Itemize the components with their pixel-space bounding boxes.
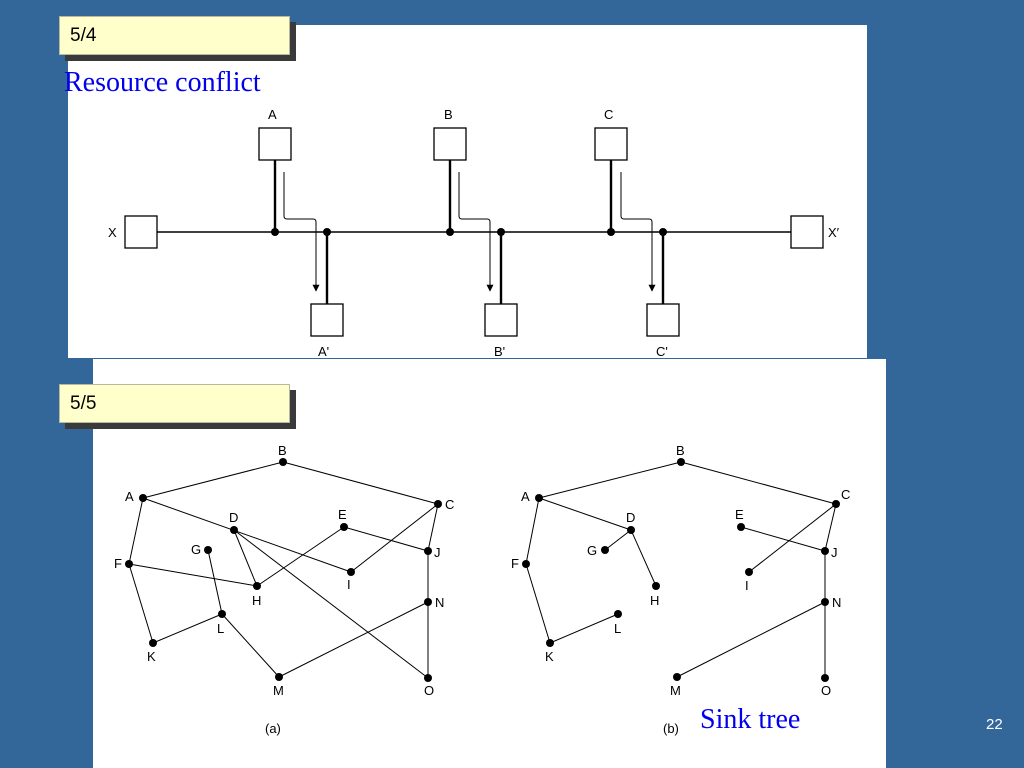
tree-label-O: O	[821, 683, 831, 698]
tree-label-A: A	[521, 489, 530, 504]
resource-conflict-title: Resource conflict	[64, 67, 261, 98]
node-label-H: H	[252, 593, 261, 608]
label-C: C	[604, 107, 613, 122]
box-C	[594, 127, 628, 161]
tree-label-L: L	[614, 621, 621, 636]
tree-label-G: G	[587, 543, 597, 558]
path-arrow-B	[458, 172, 494, 292]
node-label-N: N	[435, 595, 444, 610]
sink-tree-b	[522, 458, 840, 682]
label-A-prime: A'	[318, 344, 329, 359]
node-label-I: I	[347, 577, 351, 592]
box-A-prime	[310, 303, 344, 337]
node-label-A: A	[125, 489, 134, 504]
node-label-B: B	[278, 443, 287, 458]
resource-conflict-diagram	[124, 127, 824, 337]
node-label-D: D	[229, 510, 238, 525]
box-A	[258, 127, 292, 161]
tree-label-F: F	[511, 556, 519, 571]
node-label-O: O	[424, 683, 434, 698]
label-X: X	[108, 225, 117, 240]
tree-label-I: I	[745, 578, 749, 593]
box-X	[124, 215, 158, 249]
node-label-F: F	[114, 556, 122, 571]
path-arrow-C	[620, 172, 656, 292]
tree-label-E: E	[735, 507, 744, 522]
network-graph-a-labels: B A C D E F G H I J K L N M O	[114, 443, 454, 698]
box-B	[433, 127, 467, 161]
top-diagram-panel	[68, 25, 867, 358]
tree-label-C: C	[841, 487, 850, 502]
bottom-diagram-panel	[93, 359, 886, 768]
sink-tree-title: Sink tree	[700, 704, 801, 735]
box-B-prime	[484, 303, 518, 337]
box-X-prime	[790, 215, 824, 249]
node-label-K: K	[147, 649, 156, 664]
tree-label-H: H	[650, 593, 659, 608]
tree-label-B: B	[676, 443, 685, 458]
tree-label-J: J	[831, 545, 838, 560]
tree-label-M: M	[670, 683, 681, 698]
label-C-prime: C'	[656, 344, 668, 359]
box-C-prime	[646, 303, 680, 337]
node-label-E: E	[338, 507, 347, 522]
node-label-C: C	[445, 497, 454, 512]
node-label-L: L	[217, 621, 224, 636]
label-B-prime: B'	[494, 344, 505, 359]
label-B: B	[444, 107, 453, 122]
slide-tag-5-5: 5/5	[59, 384, 290, 423]
tree-label-K: K	[545, 649, 554, 664]
tree-label-N: N	[832, 595, 841, 610]
node-label-J: J	[434, 545, 441, 560]
node-label-G: G	[191, 542, 201, 557]
label-A: A	[268, 107, 277, 122]
node-label-M: M	[273, 683, 284, 698]
label-X-prime: X′	[828, 225, 840, 240]
path-arrow-A	[283, 172, 320, 292]
caption-b: (b)	[663, 721, 679, 736]
network-graph-a	[125, 458, 442, 682]
page-number: 22	[986, 716, 1003, 733]
caption-a: (a)	[265, 721, 281, 736]
tree-label-D: D	[626, 510, 635, 525]
sink-tree-b-labels: B A C D E F G H I J K L N M O	[511, 443, 850, 698]
slide-tag-5-4: 5/4	[59, 16, 290, 55]
